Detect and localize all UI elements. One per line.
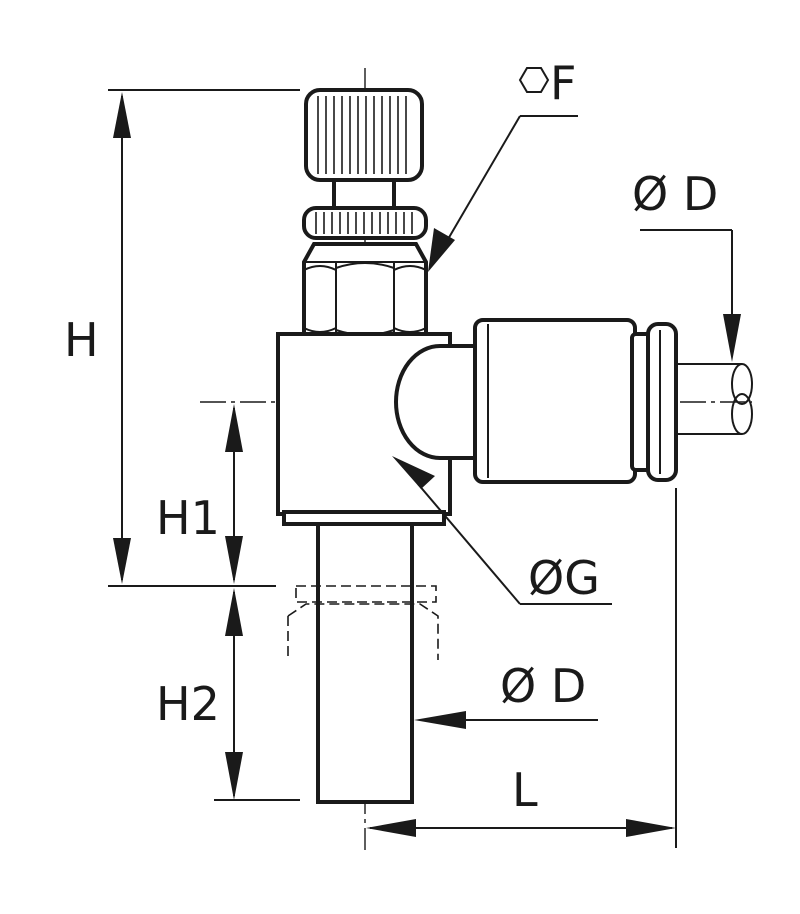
label-g: ØG bbox=[528, 551, 600, 605]
swivel-dome bbox=[394, 344, 477, 460]
hex-body bbox=[302, 242, 428, 338]
dimension-h: H bbox=[64, 89, 300, 587]
dimension-h2: H2 bbox=[156, 588, 300, 801]
mounting-nut-phantom bbox=[287, 585, 439, 660]
leader-side-d: Ø D bbox=[632, 167, 741, 362]
label-side-d: Ø D bbox=[632, 167, 718, 221]
label-h: H bbox=[64, 313, 99, 367]
lock-nut bbox=[302, 206, 428, 240]
dimension-l: L bbox=[366, 488, 677, 848]
knob-knurling bbox=[317, 96, 407, 174]
leader-g: ØG bbox=[392, 456, 612, 605]
label-h1: H1 bbox=[156, 491, 220, 545]
push-in-fitting bbox=[473, 318, 678, 484]
knob-stem bbox=[332, 178, 396, 212]
label-h2: H2 bbox=[156, 677, 220, 731]
label-l: L bbox=[512, 763, 538, 817]
label-bottom-d: Ø D bbox=[500, 659, 586, 713]
side-tube bbox=[676, 363, 753, 435]
lock-nut-knurling bbox=[315, 212, 413, 234]
label-f: F bbox=[550, 56, 576, 110]
leader-hex-f: F bbox=[428, 56, 578, 272]
bottom-stud bbox=[316, 522, 414, 804]
hexagon-icon bbox=[518, 67, 550, 93]
adjusting-knob bbox=[304, 88, 424, 182]
dimension-h1: H1 bbox=[156, 404, 243, 584]
leader-bottom-d: Ø D bbox=[414, 659, 598, 729]
